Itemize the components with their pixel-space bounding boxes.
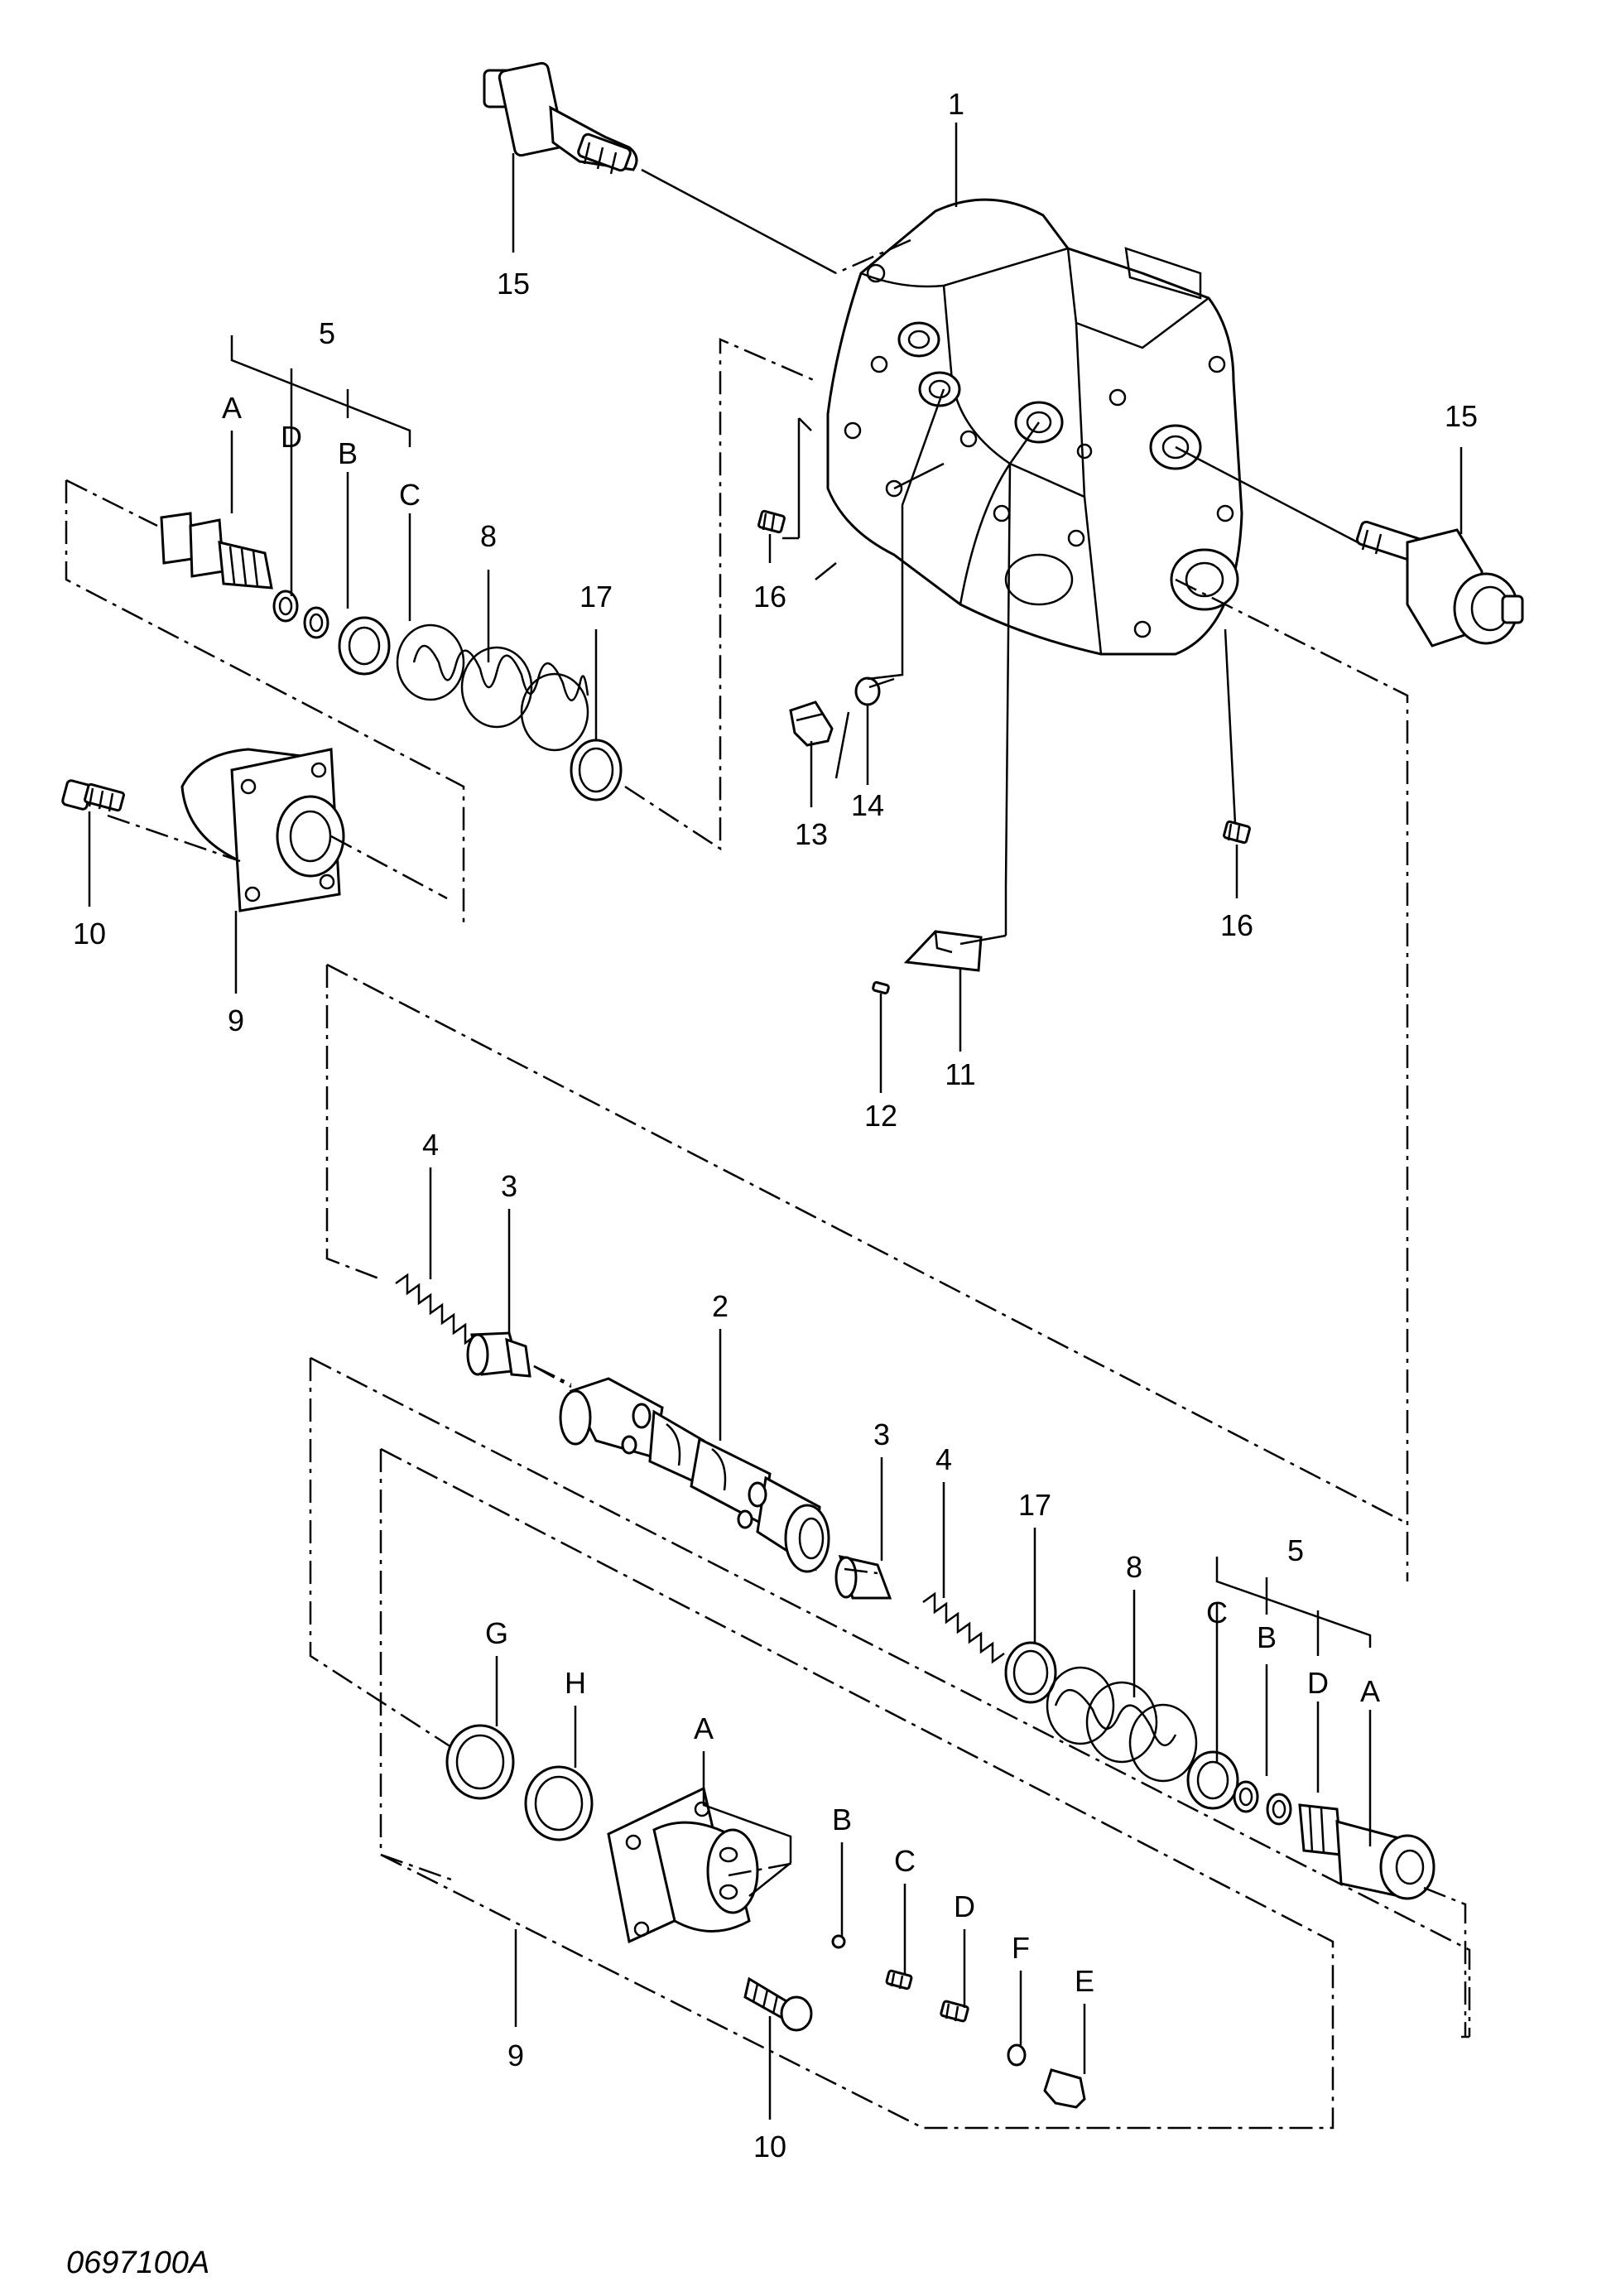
o-ring-icon [1233,1780,1259,1813]
callout-10-upper: 10 [73,917,106,951]
o-ring-icon [524,1765,594,1841]
callout-C-upper: C [399,478,421,512]
callout-1: 1 [948,87,964,121]
cap-screw-icon [61,779,125,812]
o-ring-icon [338,616,391,676]
o-ring-icon [1266,1793,1292,1826]
o-ring-icon [272,590,299,623]
callout-H: H [565,1666,586,1700]
callout-16-right: 16 [1220,908,1253,942]
plug-icon [940,2000,969,2023]
o-ring-icon [570,739,623,801]
callout-4-left: 4 [422,1128,439,1162]
callout-17-upper: 17 [579,580,613,614]
callout-F-cover: F [1012,1931,1030,1965]
callout-3-right: 3 [873,1418,890,1451]
spring-icon [395,1273,478,1345]
drawing-number: 0697100A [66,2245,209,2280]
rivet-icon [872,981,890,994]
o-ring-icon [854,676,881,706]
callout-4-right: 4 [935,1442,952,1476]
callout-5-upper: 5 [319,316,335,350]
phantom-lines [65,238,1471,2130]
callout-16-upper: 16 [753,580,786,614]
relief-valve-cartridge-icon [1298,1803,1435,1900]
callout-C-cover: C [894,1844,916,1878]
o-ring-icon [831,1934,846,1949]
callout-8-lower: 8 [1126,1550,1142,1584]
callout-D-cover: D [954,1889,975,1923]
o-ring-icon [445,1724,515,1800]
o-ring-icon [303,606,329,639]
callout-A-upper: A [222,391,242,425]
callout-11: 11 [945,1057,975,1091]
callout-9-upper: 9 [228,1004,244,1037]
spring-icon [1046,1666,1198,1783]
callout-8-upper: 8 [480,519,497,553]
plug-icon [789,700,834,747]
callout-14: 14 [851,788,884,822]
callout-2: 2 [712,1289,729,1323]
callout-10-lower: 10 [753,2130,786,2164]
cover-plate-icon [180,748,345,912]
callout-B-cover: B [832,1803,852,1836]
callout-A-cover: A [694,1711,714,1745]
callout-D-lower: D [1307,1666,1329,1700]
plug-icon [885,1969,913,1990]
callout-12: 12 [864,1099,897,1133]
callout-B-lower: B [1257,1620,1277,1654]
pressure-sensor-icon [1355,520,1524,647]
relief-valve-cartridge-icon [160,512,273,590]
callout-5-lower: 5 [1287,1533,1304,1567]
callout-B-upper: B [338,436,358,470]
cover-plate-icon [607,1786,759,1944]
o-ring-icon [1007,2043,1027,2067]
callout-labels: 1 15 15 5 A D B C 8 17 16 13 14 16 10 9 … [73,87,1478,2164]
spool-icon [559,1377,830,1573]
spring-icon [396,623,589,752]
callout-9-lower: 9 [507,2038,524,2072]
callout-15-right: 15 [1445,399,1478,433]
callout-17-lower: 17 [1018,1488,1051,1522]
spool-icon [466,1331,531,1378]
pressure-sensor-icon [483,61,638,175]
o-ring-icon [1186,1750,1239,1810]
callout-C-lower: C [1206,1596,1228,1629]
o-ring-icon [1004,1641,1057,1704]
spring-icon [922,1591,1005,1664]
plug-icon [1043,2068,1086,2109]
callout-13: 13 [795,817,828,851]
spool-icon [834,1554,892,1600]
name-plate-icon [903,930,983,972]
cap-screw-icon [743,1976,813,2032]
callout-3-left: 3 [501,1169,517,1203]
callout-D-upper: D [281,420,302,454]
callout-G: G [485,1616,508,1650]
callout-A-lower: A [1360,1674,1380,1708]
callout-E-cover: E [1075,1964,1094,1998]
cap-screw-icon [1223,820,1251,845]
leader-lines [88,123,1463,2120]
callout-15-top: 15 [497,267,530,301]
cap-screw-icon [757,509,786,534]
